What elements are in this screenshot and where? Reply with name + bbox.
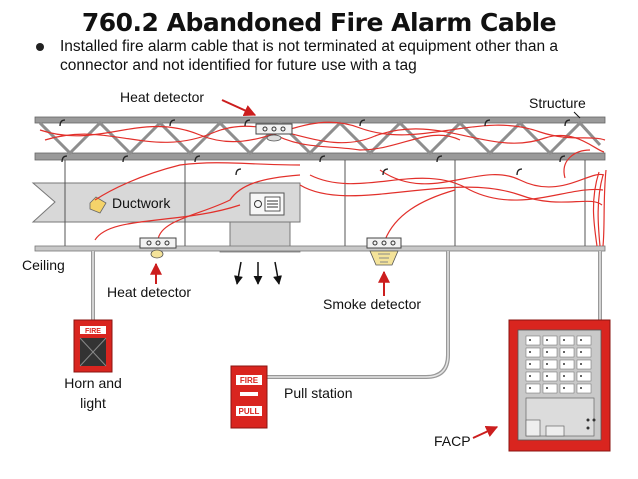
label-structure: Structure — [529, 95, 586, 111]
pull-fire-label: FIRE — [240, 376, 259, 385]
bullet-text: Installed fire alarm cable that is not t… — [60, 38, 559, 74]
duct-detector — [249, 192, 285, 216]
airflow-arrows — [234, 261, 282, 285]
conduit-inner — [92, 251, 601, 378]
label-pull-station: Pull station — [284, 385, 353, 401]
label-heat-detector-top: Heat detector — [120, 89, 205, 105]
label-heat-detector-bottom: Heat detector — [107, 284, 192, 300]
label-horn-and-light-line1: Horn and — [64, 375, 122, 391]
cable-hooks — [59, 119, 571, 176]
label-facp: FACP — [434, 433, 471, 449]
abandoned-cables — [39, 121, 607, 247]
hanger-wires — [64, 160, 586, 246]
structure-truss — [34, 116, 606, 161]
bullet-dot — [36, 43, 44, 51]
structure-leader — [573, 111, 581, 119]
ceiling-grid — [34, 245, 606, 252]
facp-panel — [508, 319, 611, 452]
pull-pull-label: PULL — [239, 407, 260, 416]
label-ceiling: Ceiling — [22, 257, 65, 273]
tag-icon — [89, 196, 107, 214]
label-smoke-detector: Smoke detector — [323, 296, 422, 312]
heat-detector-ceiling-device — [139, 237, 177, 259]
pointer-arrows — [150, 99, 499, 439]
heat-detector-top-device — [255, 123, 293, 142]
label-horn-and-light-line2: light — [80, 395, 106, 411]
label-ductwork: Ductwork — [112, 195, 171, 211]
slide-title: 760.2 Abandoned Fire Alarm Cable — [81, 8, 557, 37]
smoke-detector-device — [366, 237, 402, 266]
horn-fire-label: FIRE — [85, 328, 101, 335]
horn-and-light-device: FIRE — [73, 319, 113, 373]
pull-station-device: FIRE PULL — [230, 365, 268, 429]
